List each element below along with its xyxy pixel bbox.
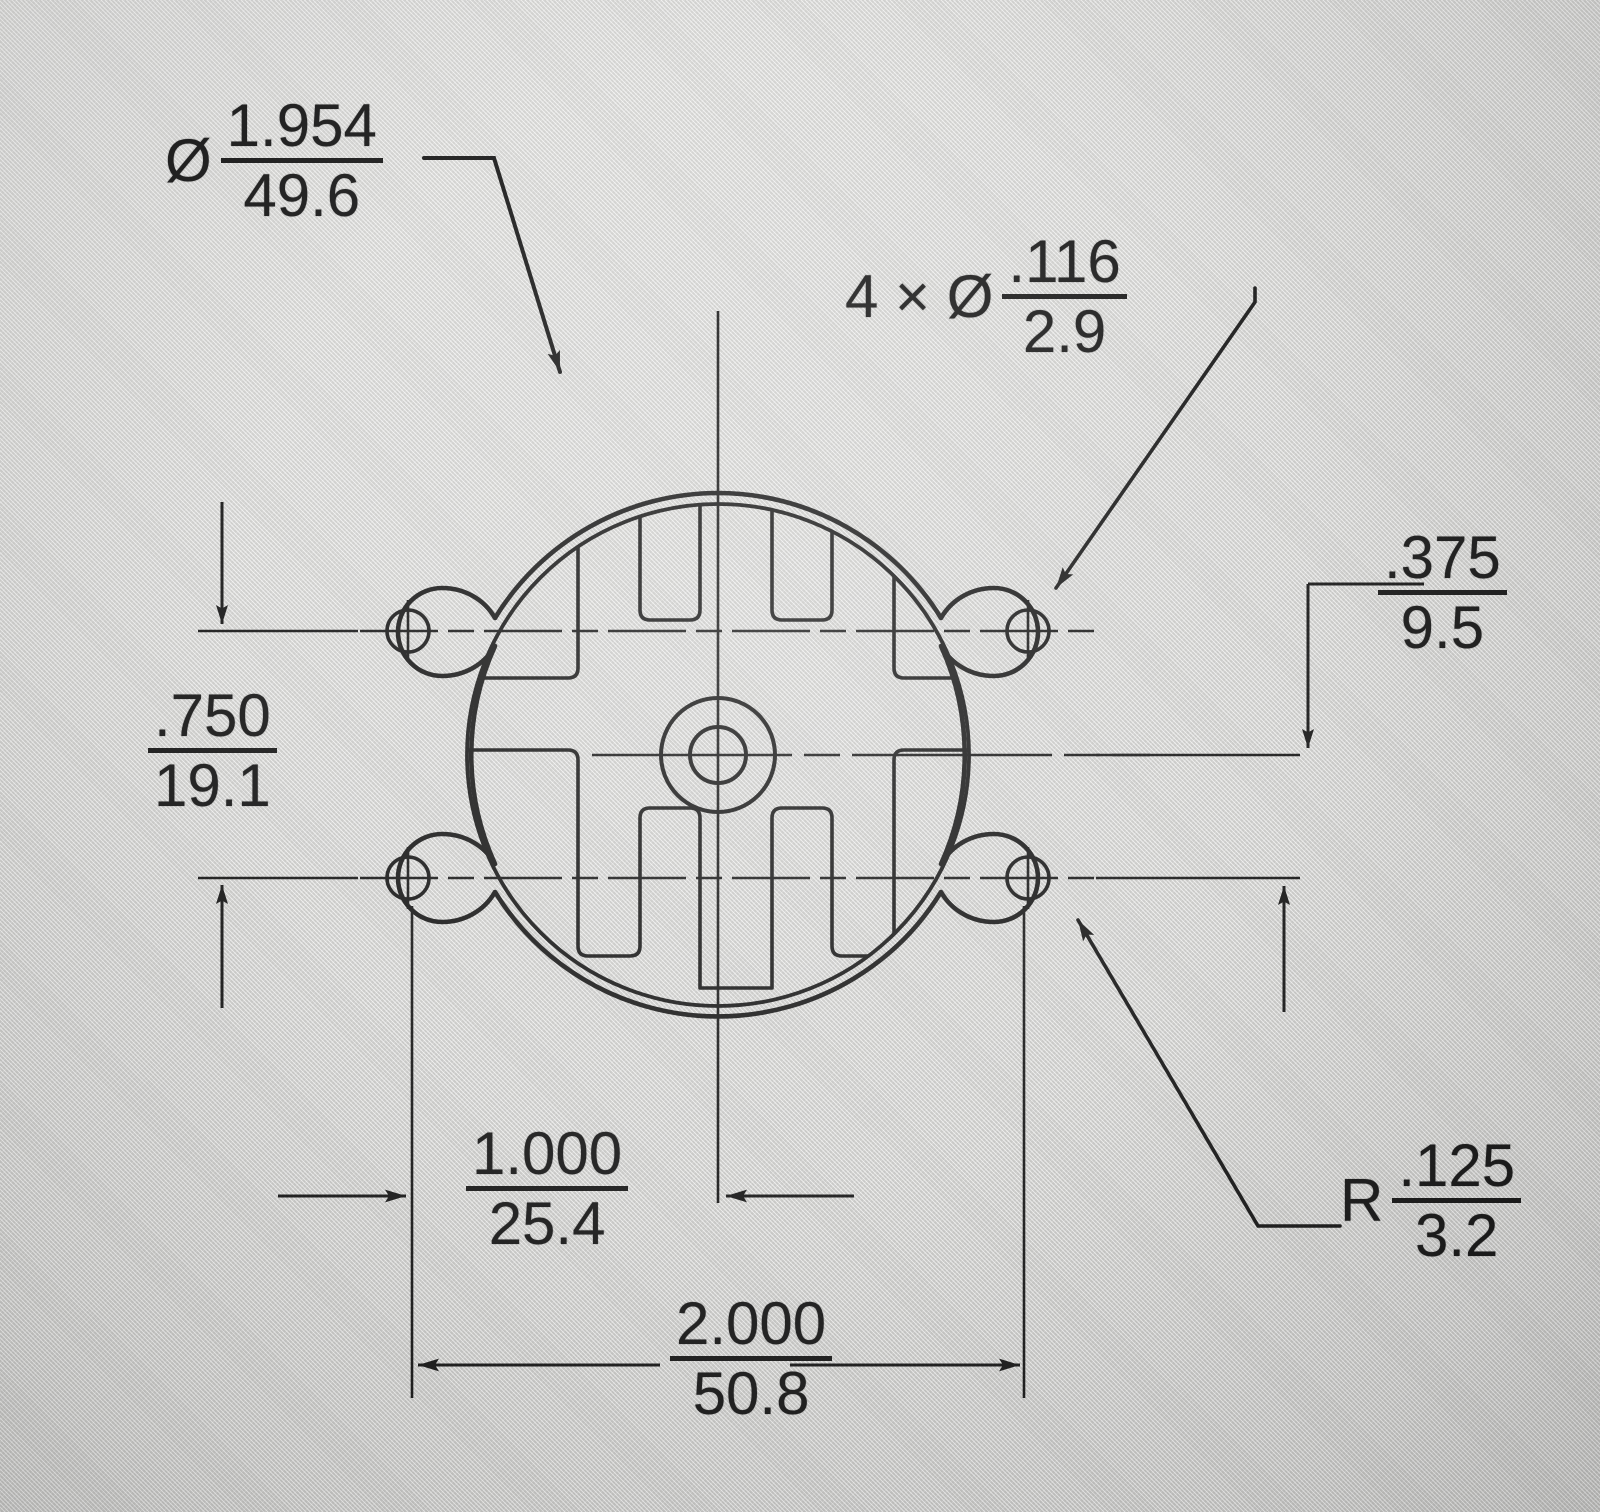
dim-prefix-mounting-hole-diameter: 4 × Ø	[845, 263, 994, 330]
leader-mounting-hole	[1054, 286, 1257, 590]
dim-mm-hole-offset-horizontal: 25.4	[488, 1190, 606, 1257]
dim-inch-hole-offset-horizontal: 1.000	[466, 1124, 629, 1191]
centerlines-group	[360, 311, 1150, 1203]
dim-mm-mounting-hole-diameter: 2.9	[1022, 298, 1107, 365]
dimension-lines-group	[216, 502, 1424, 1372]
extension-lines-group	[198, 629, 1300, 1398]
dim-mm-ear-corner-radius: 3.2	[1415, 1202, 1499, 1269]
dim-inch-hole-spacing-vertical: .750	[148, 686, 277, 753]
dim-mm-hole-spacing-vertical: 19.1	[154, 752, 271, 819]
leader-lines-group	[422, 156, 1342, 1228]
leader-ear-radius	[1076, 918, 1342, 1228]
dim-mm-outer-diameter: 49.6	[243, 162, 361, 229]
dim-inch-ear-corner-radius: .125	[1392, 1136, 1522, 1203]
slot-clip-group	[466, 503, 970, 990]
cross-slot-shape	[466, 503, 970, 990]
dim-inch-outer-diameter: 1.954	[220, 96, 383, 163]
leader-outer-diameter	[422, 156, 562, 374]
dim-inch-hole-spacing-horizontal: 2.000	[670, 1294, 833, 1361]
dim-inch-hole-offset-vertical: .375	[1378, 528, 1507, 595]
dim-prefix-ear-corner-radius: R	[1340, 1167, 1384, 1234]
dim-mm-hole-spacing-horizontal: 50.8	[692, 1360, 810, 1427]
dim-inch-mounting-hole-diameter: .116	[1002, 232, 1127, 299]
dim-mm-hole-offset-vertical: 9.5	[1400, 594, 1485, 661]
dim-prefix-outer-diameter: Ø	[165, 127, 212, 194]
